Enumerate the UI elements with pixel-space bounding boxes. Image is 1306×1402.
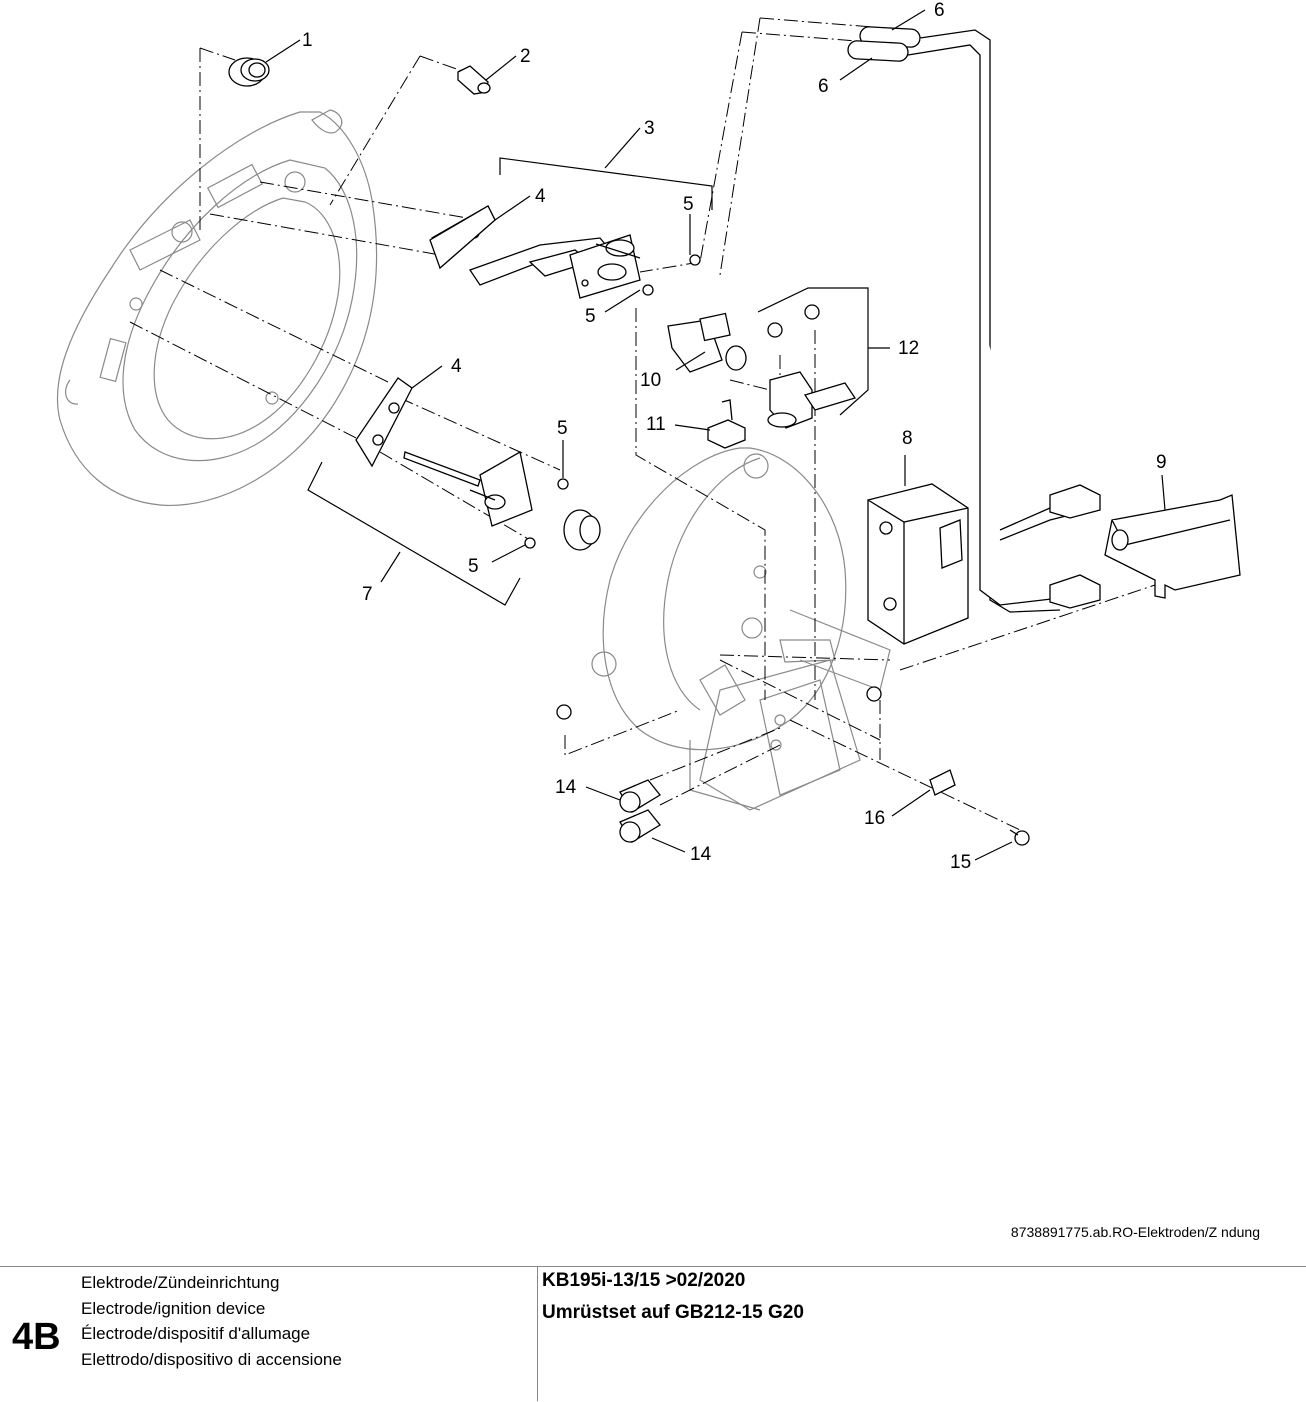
description-list: Elektrode/Zündeinrichtung Electrode/igni… [81, 1270, 342, 1372]
callout-3: 3 [644, 118, 655, 139]
callout-5-middle: 5 [585, 306, 596, 327]
description-fr: Électrode/dispositif d'allumage [81, 1324, 311, 1343]
part-12-elbow [757, 287, 869, 429]
callout-4-lower: 4 [451, 356, 462, 377]
inlet-fitting [563, 509, 601, 551]
group-7-bracket [307, 461, 521, 606]
callout-6-lower: 6 [818, 76, 829, 97]
description-it: Elettrodo/dispositivo di accensione [81, 1349, 342, 1369]
callout-labels: 1 2 3 4 5 5 6 6 4 5 5 7 8 9 10 11 12 14 … [302, 0, 1167, 873]
callout-1: 1 [302, 30, 313, 51]
part-9-bracket [1049, 484, 1241, 609]
callout-14-upper: 14 [555, 777, 577, 798]
footer [0, 1266, 1306, 1402]
callout-2: 2 [520, 46, 531, 67]
callout-5-lower: 5 [468, 556, 479, 577]
part-2-nipple [457, 65, 491, 95]
drawing-code: 8738891775.ab.RO-Elektroden/Z ndung [1010, 1224, 1260, 1240]
callout-5-upper: 5 [683, 194, 694, 215]
description-en: Electrode/ignition device [81, 1298, 266, 1318]
callout-6-upper: 6 [934, 0, 945, 21]
part-15-16-screw-washer [556, 686, 1030, 846]
product-model: KB195i-13/15 >02/2020 [542, 1270, 746, 1291]
callout-15: 15 [950, 852, 971, 873]
part-7-ionisation-electrode [403, 450, 533, 527]
callout-5-right: 5 [557, 418, 568, 439]
leader-lines [265, 9, 1166, 861]
footer-divider [537, 1266, 538, 1401]
callout-9: 9 [1156, 452, 1167, 473]
fan-housing [591, 447, 891, 811]
part-4-gasket-upper [429, 205, 496, 270]
part-14-fittings [619, 779, 661, 843]
group-3-bracket [499, 157, 713, 210]
part-4-gasket-lower [355, 377, 413, 468]
part-10-gas-nozzle [667, 312, 747, 373]
section-code: 4B [12, 1316, 61, 1358]
part-5-screws [524, 254, 701, 549]
part-11-clip [707, 399, 746, 449]
callout-4-upper: 4 [535, 186, 546, 207]
burner-plate [56, 109, 378, 507]
description-de: Elektrode/Zündeinrichtung [81, 1273, 280, 1292]
product-kit: Umrüstset auf GB212-15 G20 [542, 1302, 804, 1323]
callout-11: 11 [646, 414, 666, 435]
part-1-grommet [228, 57, 270, 87]
callout-10: 10 [640, 370, 661, 391]
part-8-ignition-transformer [867, 483, 969, 645]
callout-16: 16 [864, 808, 885, 829]
callout-14-lower: 14 [690, 844, 712, 865]
callout-7: 7 [362, 584, 373, 605]
exploded-parts-diagram: 1 2 3 4 5 5 6 6 4 5 5 7 8 9 10 11 12 14 … [56, 0, 1241, 873]
part-6-ignition-cables [847, 26, 1091, 613]
callout-8: 8 [902, 428, 913, 449]
callout-12: 12 [898, 338, 919, 359]
assembly-lines [129, 17, 1171, 831]
